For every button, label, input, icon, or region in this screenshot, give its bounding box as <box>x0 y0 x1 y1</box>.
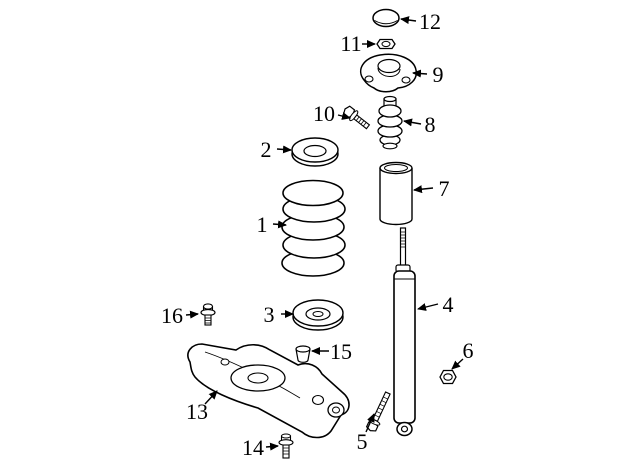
callout-label-11: 11 <box>340 31 361 56</box>
callout-15: 15 <box>311 339 352 364</box>
callout-label-15: 15 <box>330 339 352 364</box>
callout-9: 9 <box>412 62 444 87</box>
callout-label-13: 13 <box>186 399 208 424</box>
callout-11: 11 <box>340 31 376 56</box>
callout-label-10: 10 <box>313 101 335 126</box>
shock-lower-nut-icon <box>439 369 457 385</box>
mount-bolt-icon <box>342 105 371 130</box>
seat-bolt-icon <box>200 303 216 326</box>
upper-spring-seat-icon <box>291 137 339 167</box>
callout-13: 13 <box>186 390 218 424</box>
callout-2: 2 <box>261 137 292 162</box>
callout-label-4: 4 <box>443 292 454 317</box>
callout-label-8: 8 <box>425 112 436 137</box>
bump-stop-icon <box>377 95 403 150</box>
callout-8: 8 <box>403 112 436 137</box>
callout-1: 1 <box>257 212 287 237</box>
callout-14: 14 <box>242 435 279 460</box>
arm-bolt-icon <box>278 433 294 459</box>
callout-3: 3 <box>264 302 294 327</box>
upper-mount-icon <box>359 53 418 93</box>
callout-label-7: 7 <box>439 176 450 201</box>
callout-label-9: 9 <box>433 62 444 87</box>
coil-spring-icon <box>281 179 346 277</box>
shock-lower-bolt-icon <box>365 391 391 432</box>
callout-label-2: 2 <box>261 137 272 162</box>
callout-5: 5 <box>357 413 375 454</box>
callout-7: 7 <box>413 176 450 201</box>
callout-label-16: 16 <box>161 303 183 328</box>
callout-label-1: 1 <box>257 212 268 237</box>
dust-shield-icon <box>379 161 413 226</box>
arm-bushing-icon <box>295 345 311 363</box>
callout-label-12: 12 <box>419 9 441 34</box>
callout-4: 4 <box>417 292 454 317</box>
callout-16: 16 <box>161 303 199 328</box>
cap-icon <box>372 8 400 28</box>
callout-label-14: 14 <box>242 435 264 460</box>
callout-12: 12 <box>400 9 441 34</box>
callout-label-3: 3 <box>264 302 275 327</box>
callout-10: 10 <box>313 101 351 126</box>
lower-spring-seat-icon <box>292 299 344 331</box>
shock-absorber-icon <box>393 227 416 437</box>
callout-label-5: 5 <box>357 429 368 454</box>
callout-6: 6 <box>451 338 474 370</box>
rod-nut-icon <box>376 38 396 50</box>
callout-label-6: 6 <box>463 338 474 363</box>
lower-control-arm-icon <box>187 343 350 439</box>
